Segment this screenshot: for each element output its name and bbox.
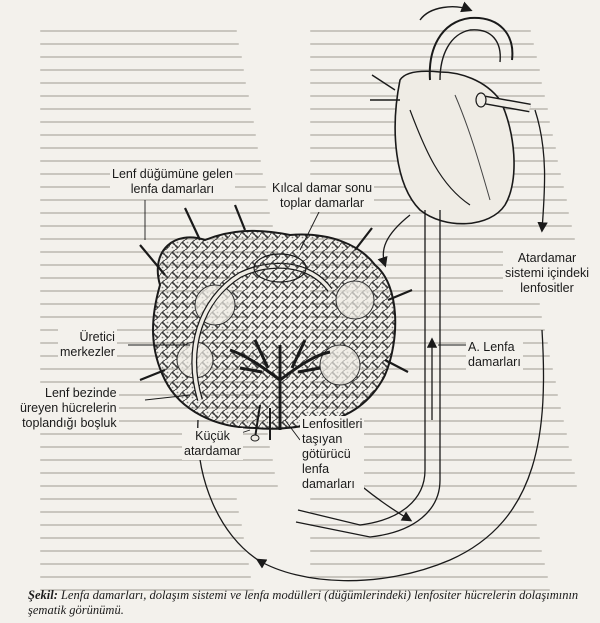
figure-caption: Şekil: Lenfa damarları, dolaşım sistemi … [28, 588, 588, 618]
lymph-node [139, 204, 413, 442]
caption-prefix: Şekil: [28, 588, 58, 602]
label-afferent-lymph-vessels: Lenf düğümüne gelen lenfa damarları [110, 166, 235, 198]
caption-text: Lenfa damarları, dolaşım sistemi ve lenf… [28, 588, 579, 617]
label-efferent-lymph-vessels: Lenfositleri taşıyan götürücü lenfa dama… [300, 416, 365, 493]
label-small-artery: Küçük atardamar [182, 428, 243, 460]
label-capillary-venules: Kılcal damar sonu toplar damarlar [270, 180, 375, 212]
heart [370, 1, 531, 225]
label-arterial-lymphocytes: Atardamar sistemi içindeki lenfositler [503, 250, 592, 297]
circulation-paths [197, 109, 548, 582]
label-germinal-centers: Üretici merkezler [58, 329, 117, 361]
label-a-lymph-vessels: A. Lenfa damarları [466, 339, 523, 371]
label-node-cell-space: Lenf bezinde üreyen hücrelerin toplandığ… [18, 385, 119, 432]
leader-lines [128, 200, 470, 441]
